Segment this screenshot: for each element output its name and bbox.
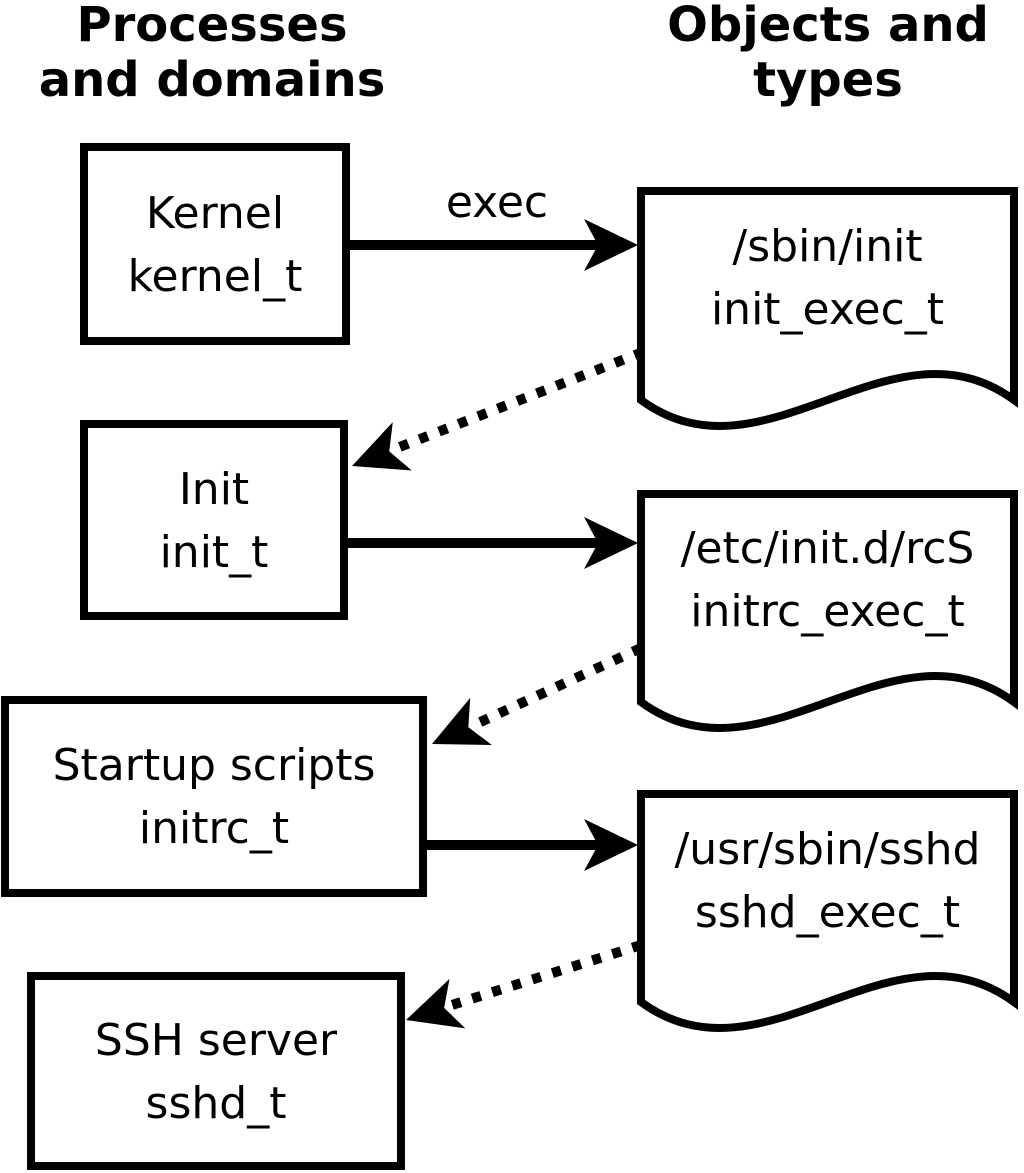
transition-arrow-initexec-to-init-head — [352, 422, 412, 471]
process-name: Kernel — [145, 188, 285, 239]
left-column-header: Processes and domains — [22, 0, 402, 108]
object-type: sshd_exec_t — [694, 887, 961, 938]
object-path: /usr/sbin/sshd — [674, 824, 981, 875]
exec-arrow-label: exec — [417, 181, 577, 225]
process-name: Init — [178, 464, 250, 515]
transition-arrow-initrcexec-to-initrc-head — [432, 697, 492, 746]
object-path: /etc/init.d/rcS — [680, 523, 975, 574]
process-name: Startup scripts — [52, 740, 376, 791]
right-column-header-line2: types — [753, 52, 903, 108]
process-box-kernel — [80, 143, 350, 345]
left-column-header-line2: and domains — [38, 52, 386, 108]
object-type: initrc_exec_t — [690, 586, 965, 637]
transition-arrow-sshdexec-to-sshd-head — [406, 978, 466, 1029]
process-domain-type: initrc_t — [138, 803, 290, 854]
process-domain-type: sshd_t — [145, 1078, 287, 1129]
process-box-kernel-label: Kernel kernel_t — [84, 182, 346, 308]
process-name: SSH server — [94, 1015, 338, 1066]
process-box-sshd — [27, 972, 405, 1170]
process-box-initrc — [1, 696, 427, 897]
process-box-init — [80, 420, 348, 620]
exec-arrow-initrc-to-sshd-head — [584, 819, 638, 871]
object-doc-initrc-exec — [637, 490, 1018, 732]
transition-arrow-sshdexec-to-sshd-line — [450, 940, 643, 1010]
process-domain-type: init_t — [159, 527, 269, 578]
exec-arrow-label-text: exec — [445, 177, 549, 228]
right-column-header-line1: Objects and — [667, 0, 989, 53]
left-column-header-line1: Processes — [76, 0, 348, 53]
exec-arrow-init-to-rcs-head — [584, 517, 638, 569]
transition-arrow-initrcexec-to-initrc-line — [473, 643, 644, 729]
object-path: /sbin/init — [732, 221, 923, 272]
object-doc-initrc-exec-label: /etc/init.d/rcS initrc_exec_t — [641, 517, 1014, 643]
object-doc-sshd-exec-label: /usr/sbin/sshd sshd_exec_t — [641, 818, 1014, 944]
object-doc-init-exec-label: /sbin/init init_exec_t — [641, 215, 1014, 341]
object-doc-init-exec — [637, 187, 1018, 430]
right-column-header: Objects and types — [638, 0, 1018, 108]
process-domain-type: kernel_t — [127, 251, 303, 302]
process-box-initrc-label: Startup scripts initrc_t — [5, 734, 423, 860]
object-doc-sshd-exec — [637, 790, 1018, 1032]
object-type: init_exec_t — [710, 284, 945, 335]
process-box-sshd-label: SSH server sshd_t — [31, 1009, 401, 1135]
exec-arrow-kernel-to-init-head — [584, 219, 638, 271]
process-box-init-label: Init init_t — [84, 458, 344, 584]
transition-arrow-initexec-to-init-line — [395, 347, 645, 453]
